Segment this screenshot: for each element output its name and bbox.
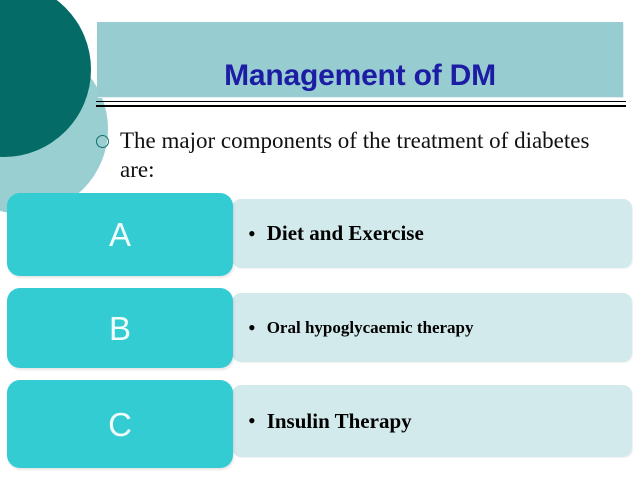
component-letter-c: C [108,405,132,443]
component-label-a: Diet and Exercise [266,221,424,245]
hollow-circle-bullet-icon [96,135,109,148]
intro-bullet-item: The major components of the treatment of… [96,126,596,185]
component-panel-b: • Oral hypoglycaemic therapy [232,293,632,362]
component-tile-b[interactable]: B [7,288,233,368]
component-panel-c: • Insulin Therapy [232,385,632,457]
page-title: Management of DM [224,59,496,92]
bullet-dot-icon: • [248,220,256,246]
component-letter-a: A [108,216,131,253]
list-item: • Insulin Therapy [232,409,412,434]
component-tile-c[interactable]: C [7,380,233,468]
bullet-dot-icon: • [248,314,256,340]
intro-bullet-text: The major components of the treatment of… [120,128,590,183]
title-divider-top [96,101,626,102]
title-divider-bottom [96,105,626,107]
component-panel-a: • Diet and Exercise [232,199,632,268]
list-item: • Diet and Exercise [232,221,424,246]
component-tile-a[interactable]: A [7,193,233,276]
component-label-c: Insulin Therapy [266,408,412,433]
list-item: • Oral hypoglycaemic therapy [232,314,474,340]
slide-title-bar: Management of DM [97,22,623,97]
component-letter-b: B [108,309,131,347]
bullet-dot-icon: • [248,408,256,433]
component-label-b: Oral hypoglycaemic therapy [266,317,474,337]
